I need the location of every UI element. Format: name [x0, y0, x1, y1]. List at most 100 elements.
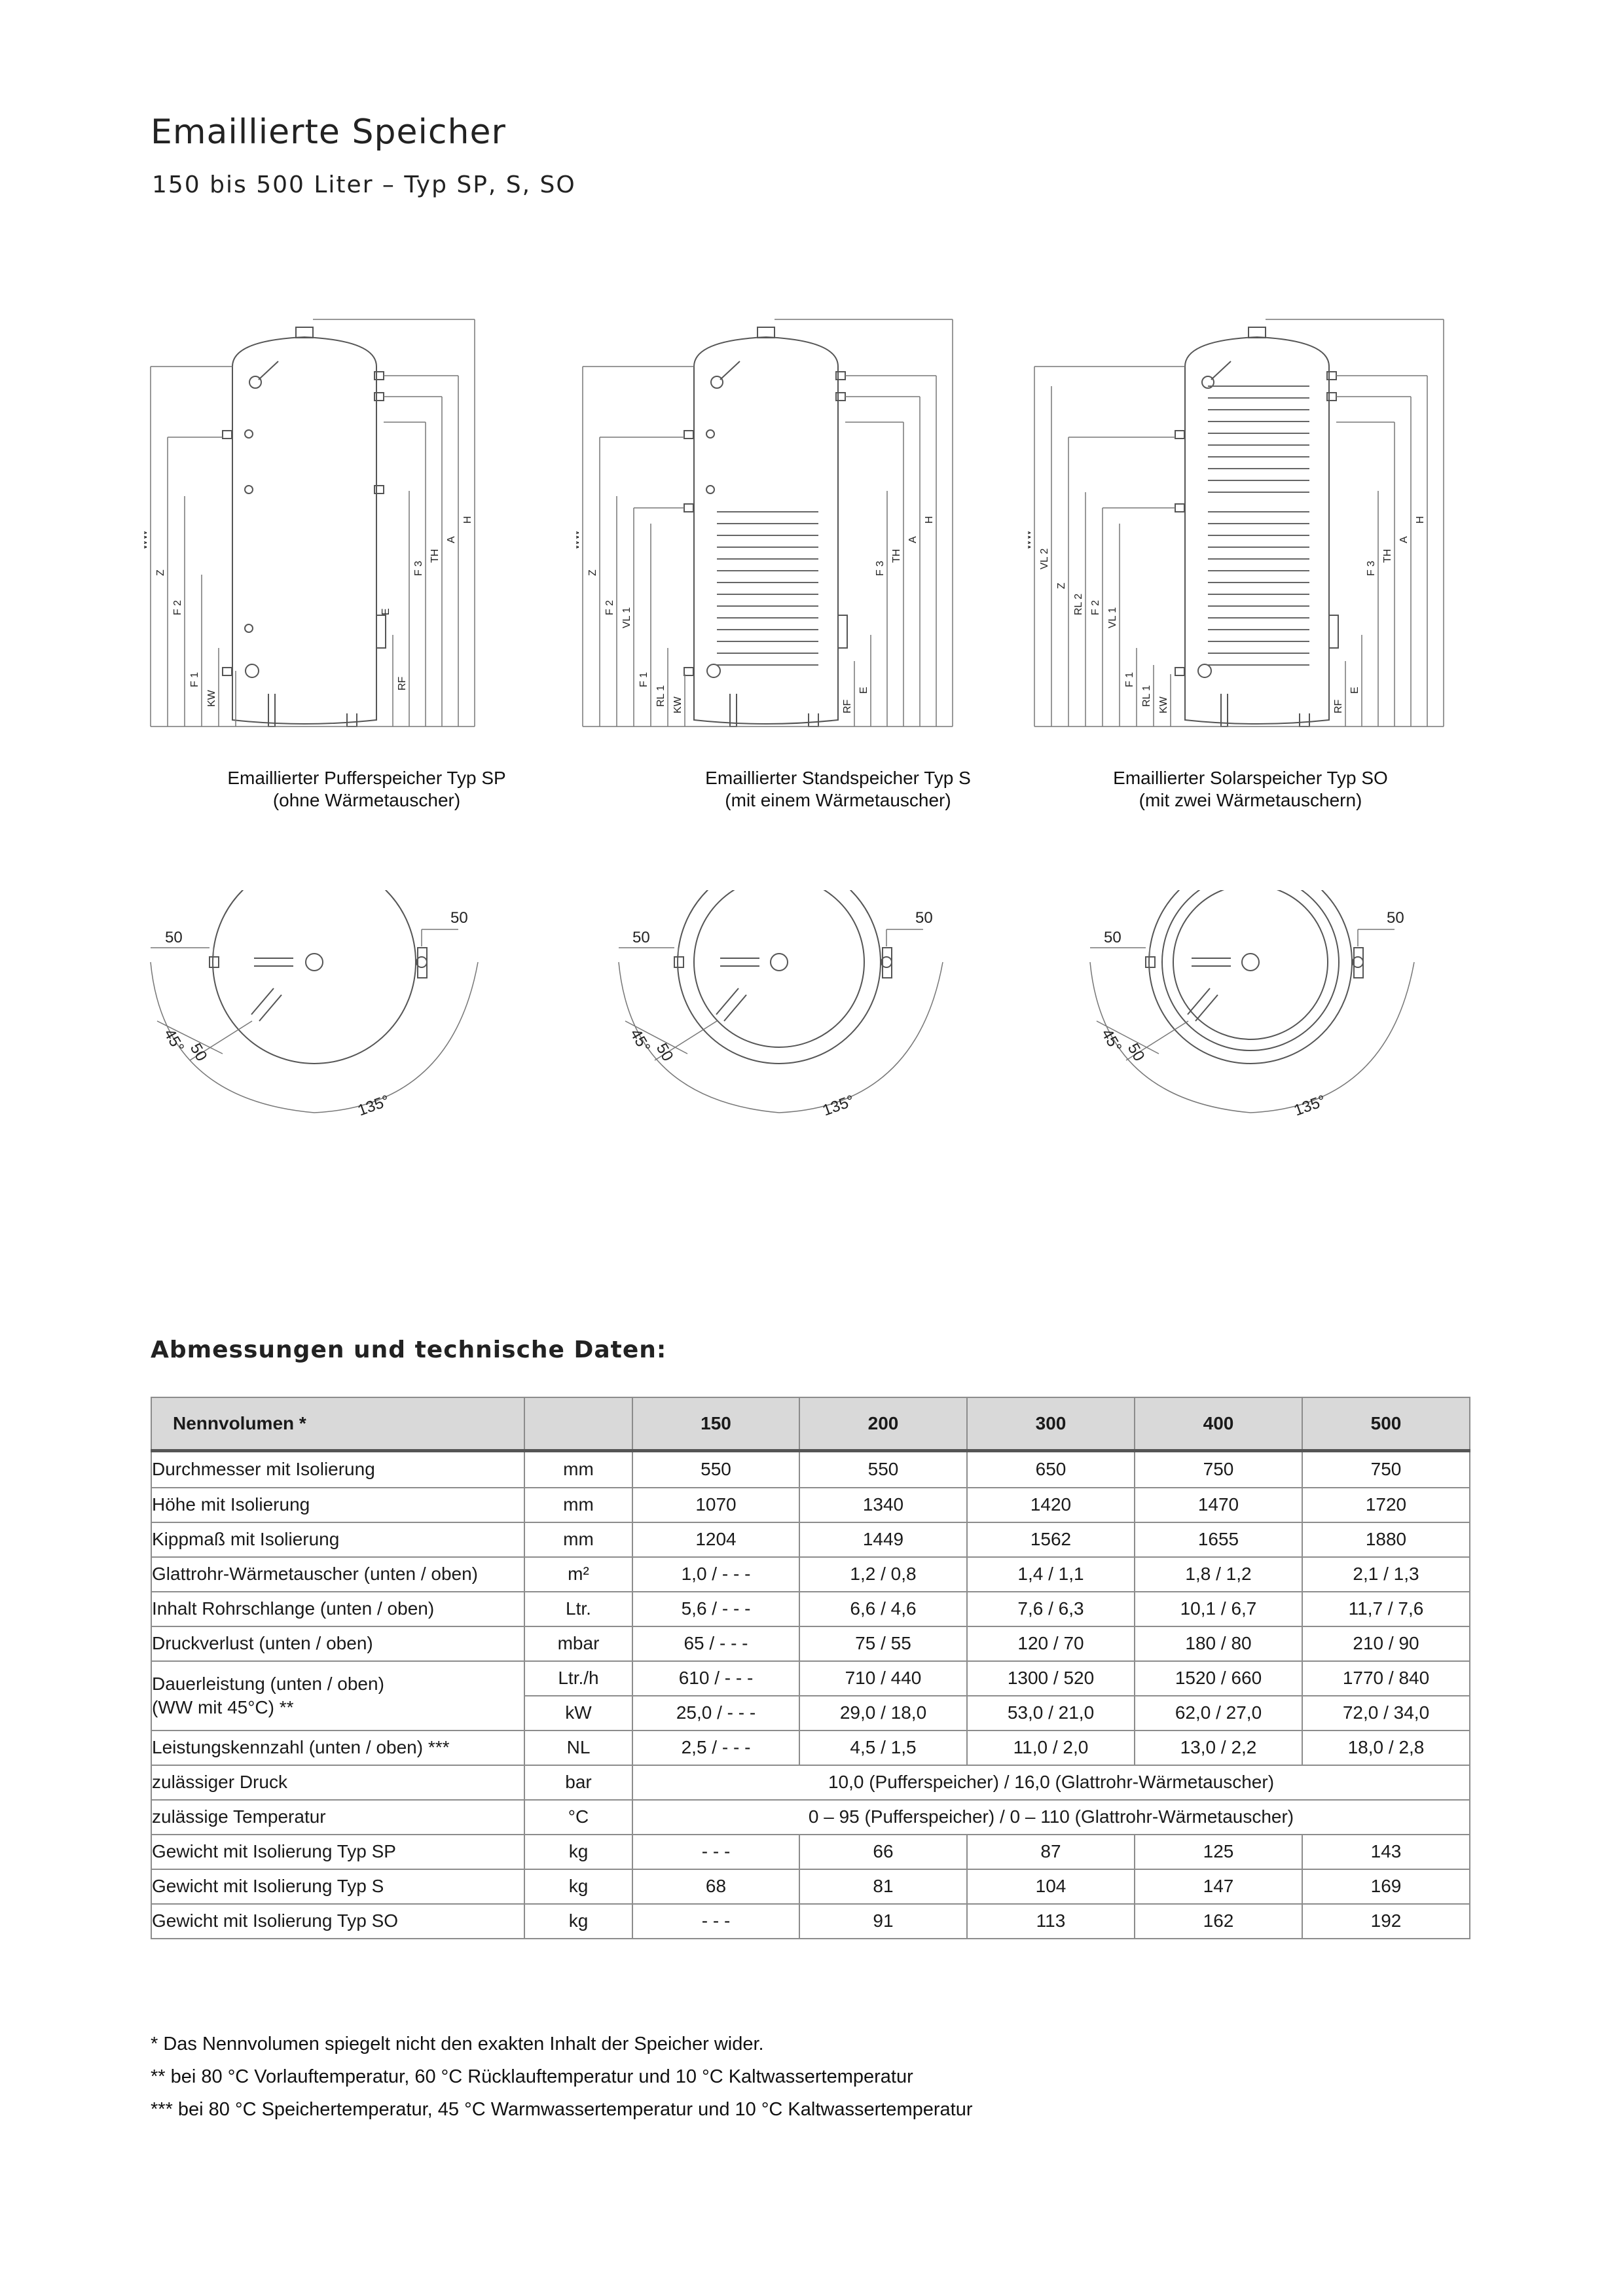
table-cell: 18,0 / 2,8 — [1302, 1729, 1470, 1766]
row-label: Glattrohr-Wärmetauscher (unten / oben) — [151, 1556, 525, 1592]
row-unit: m² — [524, 1556, 633, 1592]
dim-label: WW — [144, 529, 149, 550]
dim-label: KW — [1158, 696, 1169, 713]
table-cell: 10,1 / 6,7 — [1134, 1590, 1303, 1627]
table-cell: 120 / 70 — [966, 1625, 1135, 1662]
footnotes: * Das Nennvolumen spiegelt nicht den exa… — [151, 2028, 972, 2126]
row-label: zulässige Temperatur — [151, 1799, 525, 1835]
header-cell: Nennvolumen * — [151, 1397, 525, 1452]
table-cell-merged: 10,0 (Pufferspeicher) / 16,0 (Glattrohr-… — [632, 1764, 1470, 1801]
table-cell: 62,0 / 27,0 — [1134, 1695, 1303, 1731]
table-cell: 1449 — [799, 1521, 968, 1558]
table-row: Gewicht mit Isolierung Typ S kg 68 81 10… — [151, 1868, 1470, 1905]
table-cell: 210 / 90 — [1302, 1625, 1470, 1662]
row-label: Leistungskennzahl (unten / oben) *** — [151, 1729, 525, 1766]
table-cell: 610 / - - - — [632, 1660, 800, 1696]
caption-line: Emaillierter Pufferspeicher Typ SP — [227, 768, 506, 788]
table-cell: 1470 — [1134, 1486, 1303, 1523]
table-row: zulässiger Druck bar 10,0 (Pufferspeiche… — [151, 1764, 1470, 1801]
table-row: kW 25,0 / - - - 29,0 / 18,0 53,0 / 21,0 … — [151, 1695, 1470, 1731]
table-cell: 1340 — [799, 1486, 968, 1523]
tank-s-elevation-diagram: WW Z F 2 VL 1 F 1 RL 1 KW RF E F 3 TH A … — [576, 319, 953, 727]
dim-label: F 1 — [1124, 672, 1135, 687]
table-row: Druckverlust (unten / oben) mbar 65 / - … — [151, 1625, 1470, 1662]
table-cell: 710 / 440 — [799, 1660, 968, 1696]
table-row: Höhe mit Isolierung mm 1070 1340 1420 14… — [151, 1486, 1470, 1523]
tank-sp-elevation-diagram: WW Z F 2 F 1 KW E RF F 3 TH A H — [144, 319, 475, 727]
dim-label: F 3 — [1366, 561, 1377, 576]
dim-label: TH — [891, 549, 902, 563]
row-unit: mm — [524, 1521, 633, 1558]
diagram-caption-s: Emaillierter Standspeicher Typ S (mit ei… — [609, 767, 1067, 812]
table-cell: 6,6 / 4,6 — [799, 1590, 968, 1627]
dim-label: 50 — [632, 929, 650, 946]
row-unit: kg — [524, 1903, 633, 1939]
dim-label: F 3 — [413, 561, 424, 576]
row-label: Kippmaß mit Isolierung — [151, 1521, 525, 1558]
dim-label: 50 — [915, 909, 933, 927]
table-cell: 1,4 / 1,1 — [966, 1556, 1135, 1592]
table-cell: 53,0 / 21,0 — [966, 1695, 1135, 1731]
dim-label: H — [462, 516, 473, 524]
table-cell: 25,0 / - - - — [632, 1695, 800, 1731]
dim-label: RL 2 — [1073, 594, 1084, 615]
table-cell: 1520 / 660 — [1134, 1660, 1303, 1696]
table-cell: 750 — [1302, 1450, 1470, 1488]
dim-label: F 2 — [1090, 600, 1101, 615]
row-unit: NL — [524, 1729, 633, 1766]
table-cell: 180 / 80 — [1134, 1625, 1303, 1662]
row-unit: kg — [524, 1868, 633, 1905]
table-cell: 7,6 / 6,3 — [966, 1590, 1135, 1627]
table-cell: 1770 / 840 — [1302, 1660, 1470, 1696]
dim-label: E — [380, 608, 392, 615]
tank-so-elevation-diagram: WW VL 2 Z RL 2 F 2 VL 1 F 1 RL 1 KW RF E… — [1028, 319, 1444, 727]
row-unit: kW — [524, 1695, 633, 1731]
row-unit: mm — [524, 1486, 633, 1523]
table-cell: - - - — [632, 1833, 800, 1870]
tank-sp-top-view-diagram: 50 50 45° 50 135° — [150, 890, 479, 1120]
table-cell: 1300 / 520 — [966, 1660, 1135, 1696]
table-cell: 113 — [966, 1903, 1135, 1939]
table-cell: 29,0 / 18,0 — [799, 1695, 968, 1731]
table-cell: 1880 — [1302, 1521, 1470, 1558]
table-cell: 5,6 / - - - — [632, 1590, 800, 1627]
table-cell: 91 — [799, 1903, 968, 1939]
row-label: Gewicht mit Isolierung Typ S — [151, 1868, 525, 1905]
table-cell: 1204 — [632, 1521, 800, 1558]
table-cell: 11,7 / 7,6 — [1302, 1590, 1470, 1627]
technical-data-table: Nennvolumen * 150 200 300 400 500 Durchm… — [151, 1397, 1470, 1939]
row-label: Dauerleistung (unten / oben) (WW mit 45°… — [151, 1660, 525, 1731]
table-cell: 68 — [632, 1868, 800, 1905]
table-cell: - - - — [632, 1903, 800, 1939]
dim-label: RF — [842, 699, 853, 713]
diagram-caption-so: Emaillierter Solarspeicher Typ SO (mit z… — [1021, 767, 1480, 812]
table-cell: 1,8 / 1,2 — [1134, 1556, 1303, 1592]
dim-label: VL 2 — [1039, 548, 1050, 569]
row-label: Inhalt Rohrschlange (unten / oben) — [151, 1590, 525, 1627]
dim-label: Z — [1056, 583, 1067, 589]
table-cell: 87 — [966, 1833, 1135, 1870]
dim-label: RF — [397, 676, 408, 691]
table-cell: 1420 — [966, 1486, 1135, 1523]
header-cell: 200 — [799, 1397, 968, 1452]
table-cell: 1,0 / - - - — [632, 1556, 800, 1592]
dim-label: F 1 — [189, 672, 200, 687]
dim-label: 50 — [1104, 929, 1122, 946]
dim-label: 50 — [165, 929, 183, 946]
dim-label: H — [1415, 516, 1426, 524]
table-cell: 13,0 / 2,2 — [1134, 1729, 1303, 1766]
table-cell: 11,0 / 2,0 — [966, 1729, 1135, 1766]
row-label: Druckverlust (unten / oben) — [151, 1625, 525, 1662]
table-cell: 2,5 / - - - — [632, 1729, 800, 1766]
dim-label: VL 1 — [1107, 607, 1118, 628]
dim-label: 135° — [1292, 1092, 1328, 1119]
header-cell: 400 — [1134, 1397, 1303, 1452]
dim-label: F 2 — [604, 600, 615, 615]
footnote: *** bei 80 °C Speichertemperatur, 45 °C … — [151, 2099, 973, 2120]
caption-line: (mit einem Wärmetauscher) — [725, 790, 951, 810]
caption-line: (ohne Wärmetauscher) — [272, 790, 461, 810]
table-cell: 750 — [1134, 1450, 1303, 1488]
table-cell: 75 / 55 — [799, 1625, 968, 1662]
table-cell: 65 / - - - — [632, 1625, 800, 1662]
dim-label: F 2 — [172, 600, 183, 615]
